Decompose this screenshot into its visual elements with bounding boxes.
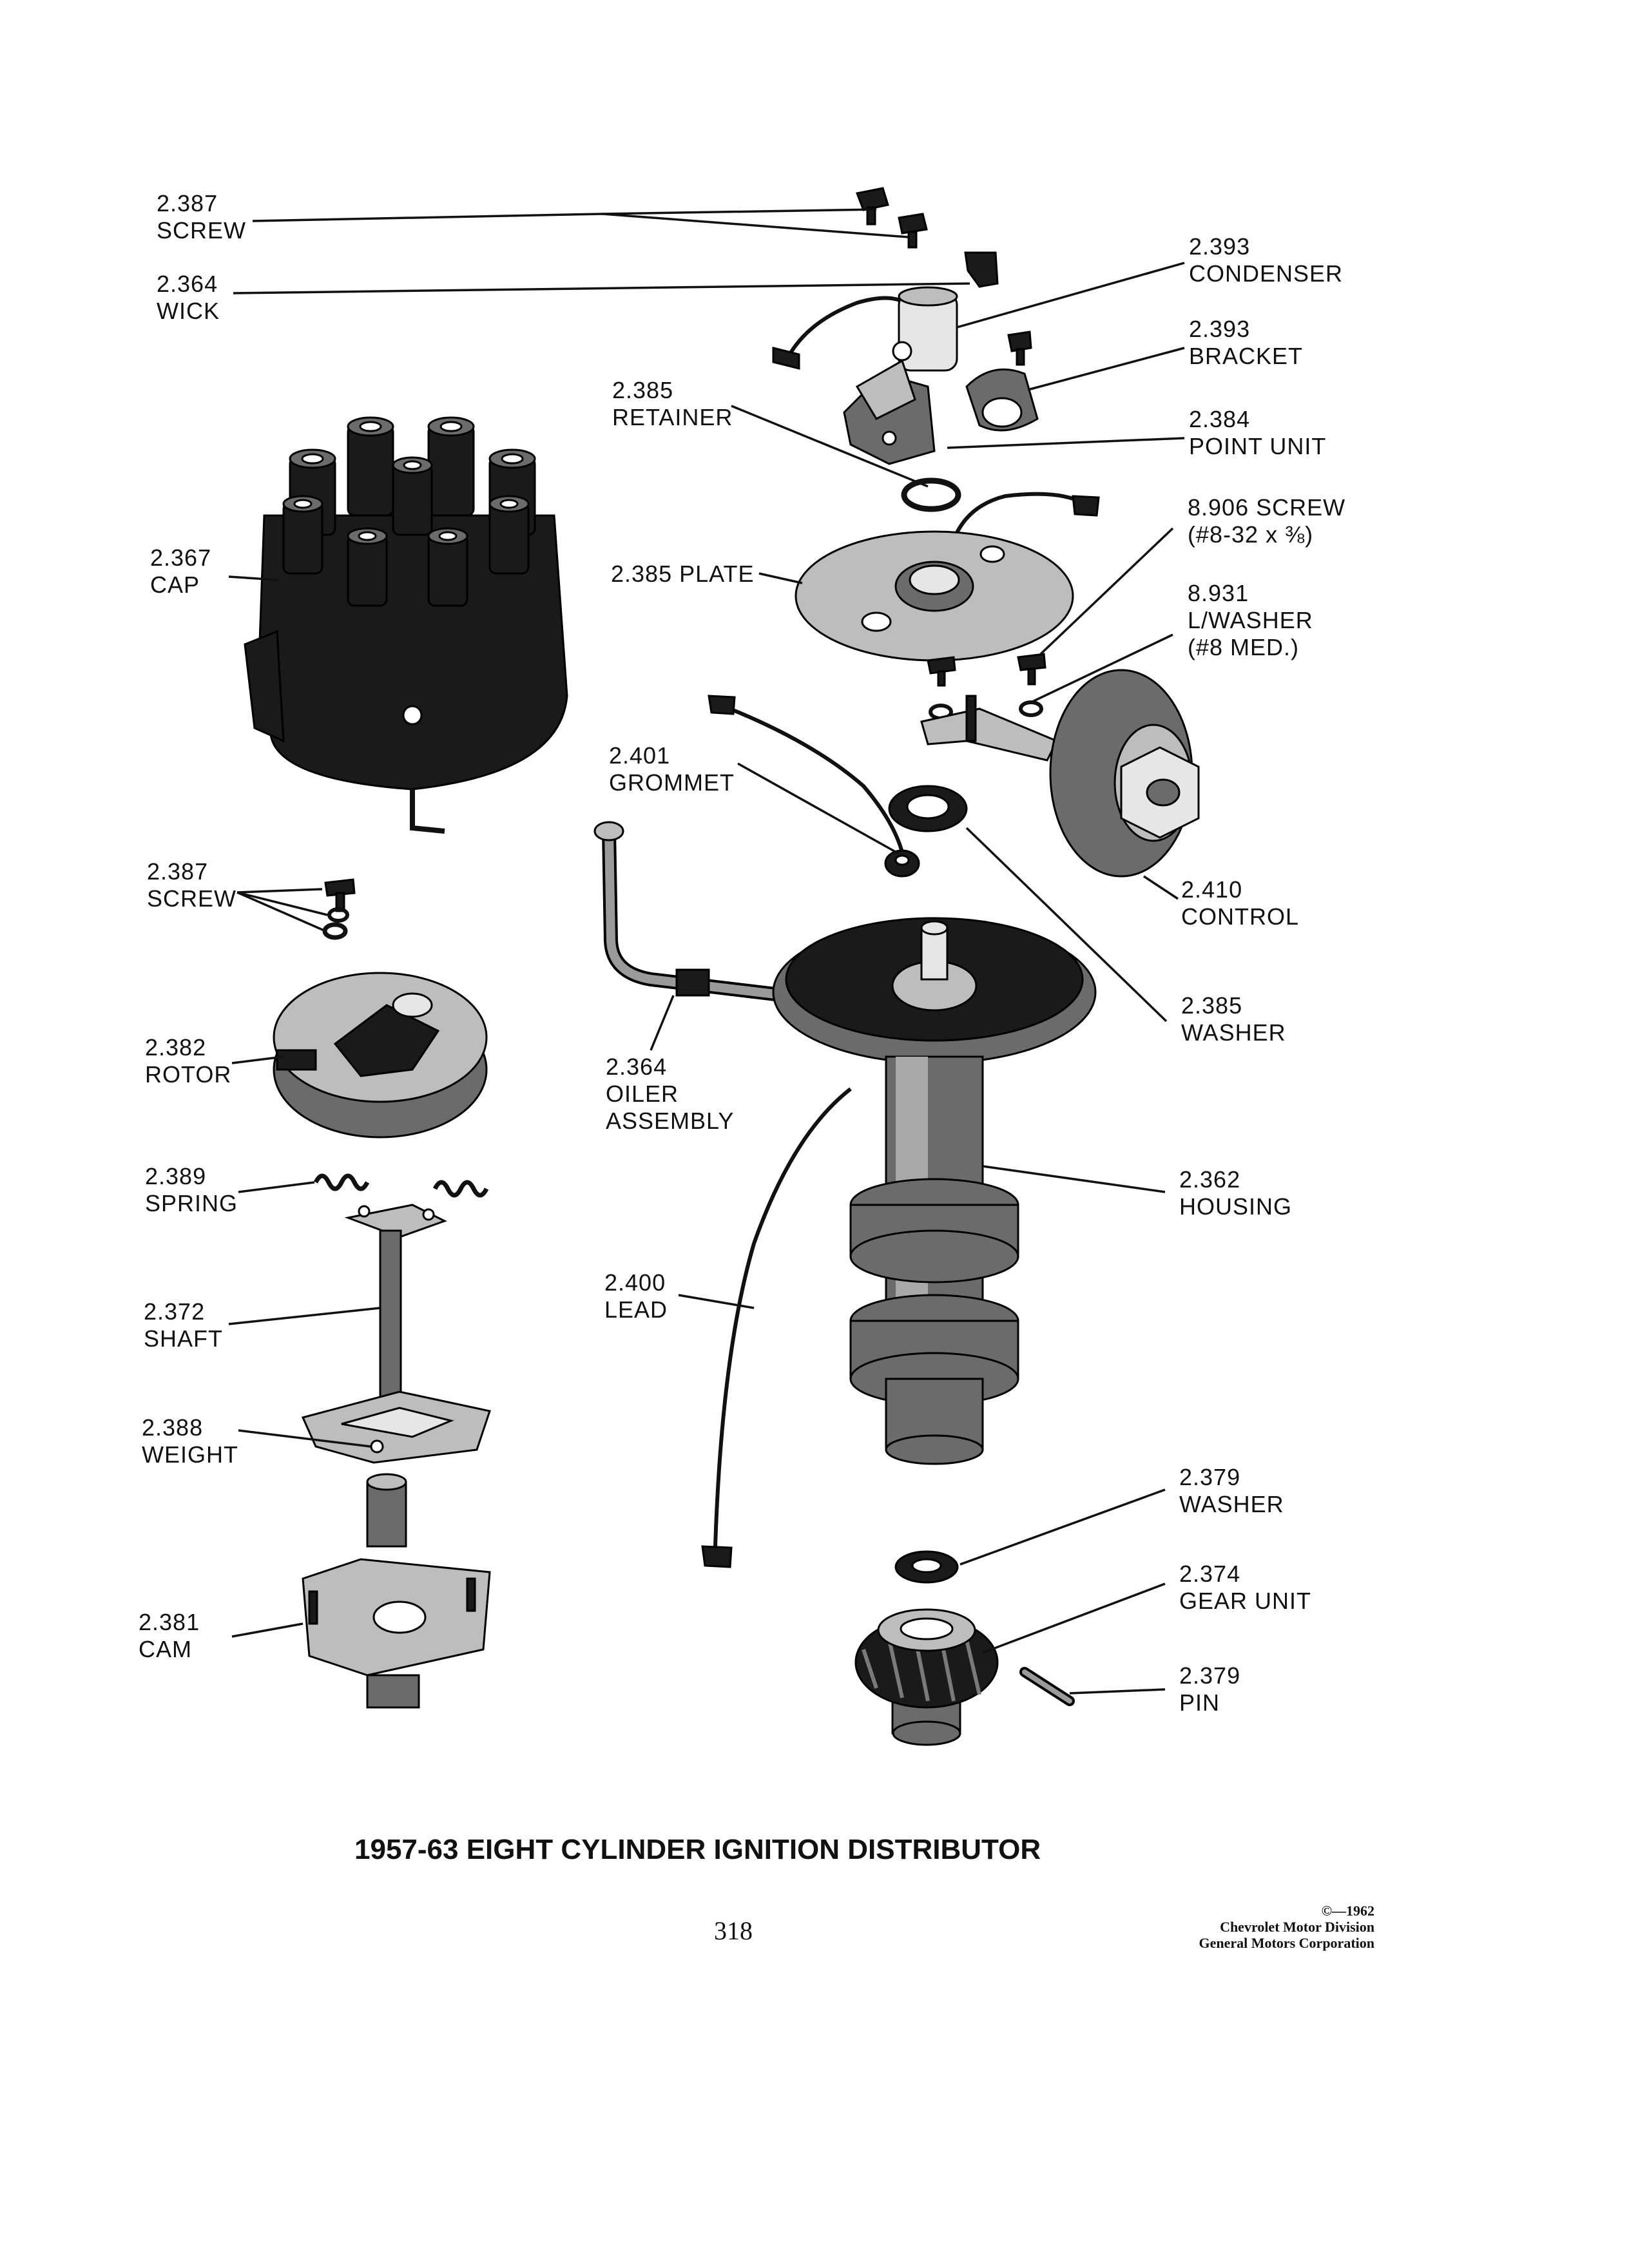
- copyright-line3: General Motors Corporation: [1199, 1935, 1375, 1951]
- label-washer-lower-name: WASHER: [1179, 1491, 1284, 1517]
- label-lock-washer-spec: (#8 MED.): [1188, 634, 1299, 660]
- label-control-code: 2.410: [1181, 876, 1242, 903]
- wick-drawing: [964, 251, 999, 288]
- label-oiler-code: 2.364: [606, 1053, 667, 1080]
- label-shaft-name: SHAFT: [144, 1325, 223, 1352]
- condenser-drawing: [772, 286, 958, 372]
- label-washer-lower-code: 2.379: [1179, 1464, 1240, 1490]
- shaft-drawing: [344, 1204, 447, 1412]
- label-wick-name: WICK: [157, 298, 220, 324]
- label-spring-code: 2.389: [145, 1163, 206, 1189]
- label-screw-rotor-name: SCREW: [147, 885, 236, 912]
- label-retainer-name: RETAINER: [612, 404, 733, 430]
- leader-lines: [228, 208, 1185, 1695]
- label-bracket-name: BRACKET: [1189, 343, 1303, 369]
- label-lock-washer-name: L/WASHER: [1188, 607, 1313, 633]
- gear-unit-drawing: [854, 1608, 999, 1746]
- label-pin-name: PIN: [1179, 1689, 1220, 1716]
- label-control-name: CONTROL: [1181, 903, 1299, 930]
- label-shaft-code: 2.372: [144, 1298, 205, 1325]
- label-weight-name: WEIGHT: [142, 1441, 238, 1468]
- label-grommet-code: 2.401: [609, 742, 670, 769]
- label-washer-upper-name: WASHER: [1181, 1019, 1286, 1046]
- control-screws-drawing: [927, 653, 1046, 720]
- advance-weight-drawing: [301, 1390, 491, 1464]
- rotor-screws-drawing: [322, 878, 356, 940]
- lower-washer-drawing: [894, 1550, 959, 1584]
- label-condenser-code: 2.393: [1189, 233, 1250, 260]
- point-unit-drawing: [843, 341, 936, 465]
- label-oiler-line1: OILER: [606, 1081, 679, 1107]
- copyright-line2: Chevrolet Motor Division: [1220, 1919, 1374, 1935]
- label-screw-832-line2: (#8-32 x ⅜): [1188, 521, 1313, 548]
- cam-drawing: [302, 1473, 491, 1709]
- label-bracket-code: 2.393: [1189, 316, 1250, 342]
- primary-lead-drawing: [701, 1087, 852, 1568]
- label-cap-code: 2.367: [150, 544, 211, 571]
- label-point-unit-code: 2.384: [1189, 406, 1250, 432]
- label-gear-unit-code: 2.374: [1179, 1561, 1240, 1587]
- label-gear-unit-name: GEAR UNIT: [1179, 1588, 1311, 1614]
- rotor-drawing: [273, 972, 488, 1139]
- top-screws-drawing: [855, 187, 928, 249]
- distributor-cap-drawing: [244, 416, 568, 834]
- diagram-title: 1957-63 EIGHT CYLINDER IGNITION DISTRIBU…: [354, 1834, 1041, 1865]
- label-oiler-line2: ASSEMBLY: [606, 1108, 734, 1134]
- label-rotor-name: ROTOR: [145, 1061, 231, 1088]
- label-cam-code: 2.381: [139, 1609, 200, 1635]
- label-rotor-code: 2.382: [145, 1034, 206, 1061]
- label-cam-name: CAM: [139, 1636, 192, 1662]
- label-spring-name: SPRING: [145, 1190, 238, 1216]
- label-plate: 2.385 PLATE: [611, 561, 754, 587]
- label-retainer-code: 2.385: [612, 377, 673, 403]
- retainer-ring-drawing: [901, 477, 961, 512]
- label-screw-rotor-code: 2.387: [147, 858, 208, 885]
- label-screw-832-line1: 8.906 SCREW: [1188, 494, 1345, 521]
- copyright-line1: ©—1962: [1322, 1903, 1374, 1919]
- label-wick-code: 2.364: [157, 271, 218, 297]
- label-pin-code: 2.379: [1179, 1662, 1240, 1689]
- label-lead-code: 2.400: [604, 1269, 666, 1296]
- label-housing-code: 2.362: [1179, 1166, 1240, 1193]
- label-weight-code: 2.388: [142, 1414, 203, 1441]
- label-screw-top-name: SCREW: [157, 217, 246, 244]
- page-number: 318: [714, 1916, 753, 1945]
- upper-washer-drawing: [888, 785, 968, 832]
- grommet-drawing: [708, 695, 920, 878]
- pin-drawing: [1019, 1667, 1075, 1706]
- bracket-drawing: [965, 331, 1039, 432]
- labels: 2.387 SCREW 2.364 WICK 2.393 CONDENSER 2…: [139, 190, 1345, 1716]
- label-cap-name: CAP: [150, 572, 200, 598]
- oiler-assembly-drawing: [593, 821, 787, 1003]
- label-lock-washer-code: 8.931: [1188, 580, 1249, 606]
- label-housing-name: HOUSING: [1179, 1193, 1292, 1220]
- copyright-block: ©—1962 Chevrolet Motor Division General …: [1199, 1903, 1375, 1951]
- vacuum-control-drawing: [920, 669, 1200, 878]
- label-washer-upper-code: 2.385: [1181, 992, 1242, 1019]
- label-screw-top-code: 2.387: [157, 190, 218, 216]
- label-lead-name: LEAD: [604, 1296, 668, 1323]
- label-point-unit-name: POINT UNIT: [1189, 433, 1326, 459]
- breaker-plate-drawing: [795, 492, 1100, 662]
- label-condenser-name: CONDENSER: [1189, 260, 1343, 287]
- housing-drawing: [772, 917, 1097, 1465]
- advance-springs-drawing: [313, 1173, 489, 1198]
- label-grommet-name: GROMMET: [609, 769, 735, 796]
